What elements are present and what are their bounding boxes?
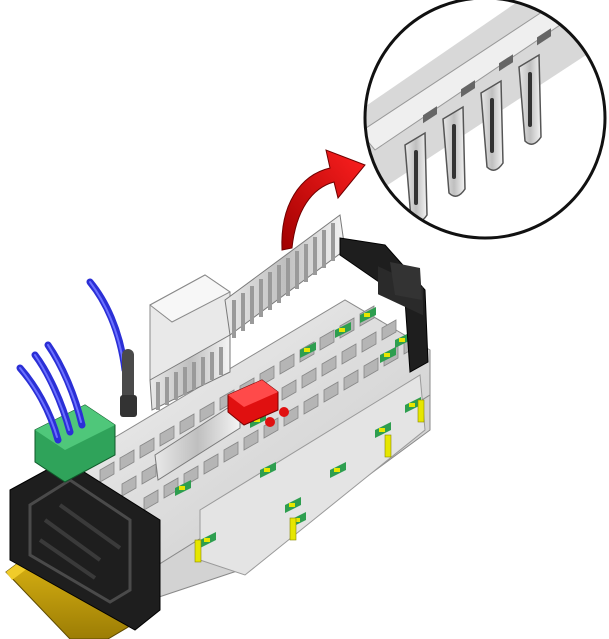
- red-bridge: [227, 379, 289, 427]
- yellow-marker: [179, 486, 185, 490]
- sensor-cable: [120, 349, 137, 417]
- zoom-detail-circle: [363, 0, 607, 240]
- comb-tooth: [259, 279, 263, 317]
- terminal-slot: [99, 461, 115, 483]
- yellow-end-marker: [289, 517, 297, 541]
- tooth-slot: [452, 124, 456, 179]
- yellow-marker: [204, 538, 210, 542]
- terminal-slot: [301, 367, 317, 389]
- terminal-slot: [319, 329, 335, 351]
- terminal-slot: [121, 475, 137, 497]
- comb-hole: [461, 80, 475, 98]
- terminal-slot: [363, 357, 379, 379]
- comb-tooth: [156, 382, 160, 410]
- yellow-end-marker: [417, 399, 425, 423]
- comb-tooth: [201, 357, 205, 385]
- comb-tooth: [210, 352, 214, 380]
- terminal-slot: [321, 355, 337, 377]
- yellow-end-marker: [194, 539, 202, 563]
- terminal-slot: [199, 401, 215, 423]
- terminal-slot: [139, 437, 155, 459]
- comb-hole: [423, 106, 437, 124]
- terminal-slot: [141, 463, 157, 485]
- yellow-marker: [289, 503, 295, 507]
- comb-hole: [499, 54, 513, 72]
- yellow-marker: [379, 428, 385, 432]
- terminal-slot: [341, 343, 357, 365]
- yellow-marker: [384, 353, 390, 357]
- comb-tooth: [313, 237, 317, 275]
- comb-tooth: [232, 300, 236, 338]
- comb-tooth: [295, 251, 299, 289]
- comb-tooth: [304, 244, 308, 282]
- comb-hole: [537, 28, 551, 46]
- terminal-slots: [99, 305, 419, 511]
- terminal-slot: [381, 319, 397, 341]
- terminal-slot: [303, 393, 319, 415]
- comb-tooth: [286, 258, 290, 296]
- terminal-slot: [343, 369, 359, 391]
- jumper-comb: [149, 214, 346, 481]
- terminal-slot: [183, 465, 199, 487]
- terminal-slot: [323, 381, 339, 403]
- comb-tooth: [322, 230, 326, 268]
- yellow-marker: [364, 313, 370, 317]
- terminal-slot: [283, 405, 299, 427]
- terminal-slot: [179, 413, 195, 435]
- comb-tooth: [192, 362, 196, 390]
- terminal-slot: [119, 449, 135, 471]
- terminal-slot: [203, 453, 219, 475]
- comb-tooth: [277, 265, 281, 303]
- yellow-end-marker: [384, 434, 392, 458]
- comb-tooth: [268, 272, 272, 310]
- comb-tooth: [174, 372, 178, 400]
- tooth-slot: [528, 72, 532, 127]
- tooth-slot: [414, 150, 418, 205]
- terminal-slot: [143, 489, 159, 511]
- terminal-slot: [361, 331, 377, 353]
- red-arrow: [281, 149, 366, 251]
- tooth-slot: [490, 98, 494, 153]
- yellow-marker: [294, 518, 300, 522]
- yellow-marker: [254, 418, 260, 422]
- yellow-marker: [264, 468, 270, 472]
- comb-tooth: [165, 377, 169, 405]
- yellow-marker: [339, 328, 345, 332]
- terminal-slot: [279, 353, 295, 375]
- comb-tooth: [219, 347, 223, 375]
- yellow-marker: [399, 338, 405, 342]
- comb-tooth: [183, 367, 187, 395]
- comb-tooth: [250, 286, 254, 324]
- terminal-slot: [159, 425, 175, 447]
- yellow-marker: [334, 468, 340, 472]
- terminal-slot: [243, 429, 259, 451]
- end-plate-right: [339, 237, 429, 373]
- yellow-marker: [304, 348, 310, 352]
- terminal-slot: [223, 441, 239, 463]
- yellow-marker: [409, 403, 415, 407]
- comb-tooth: [241, 293, 245, 331]
- comb-tooth: [331, 223, 335, 261]
- terminal-slot: [281, 379, 297, 401]
